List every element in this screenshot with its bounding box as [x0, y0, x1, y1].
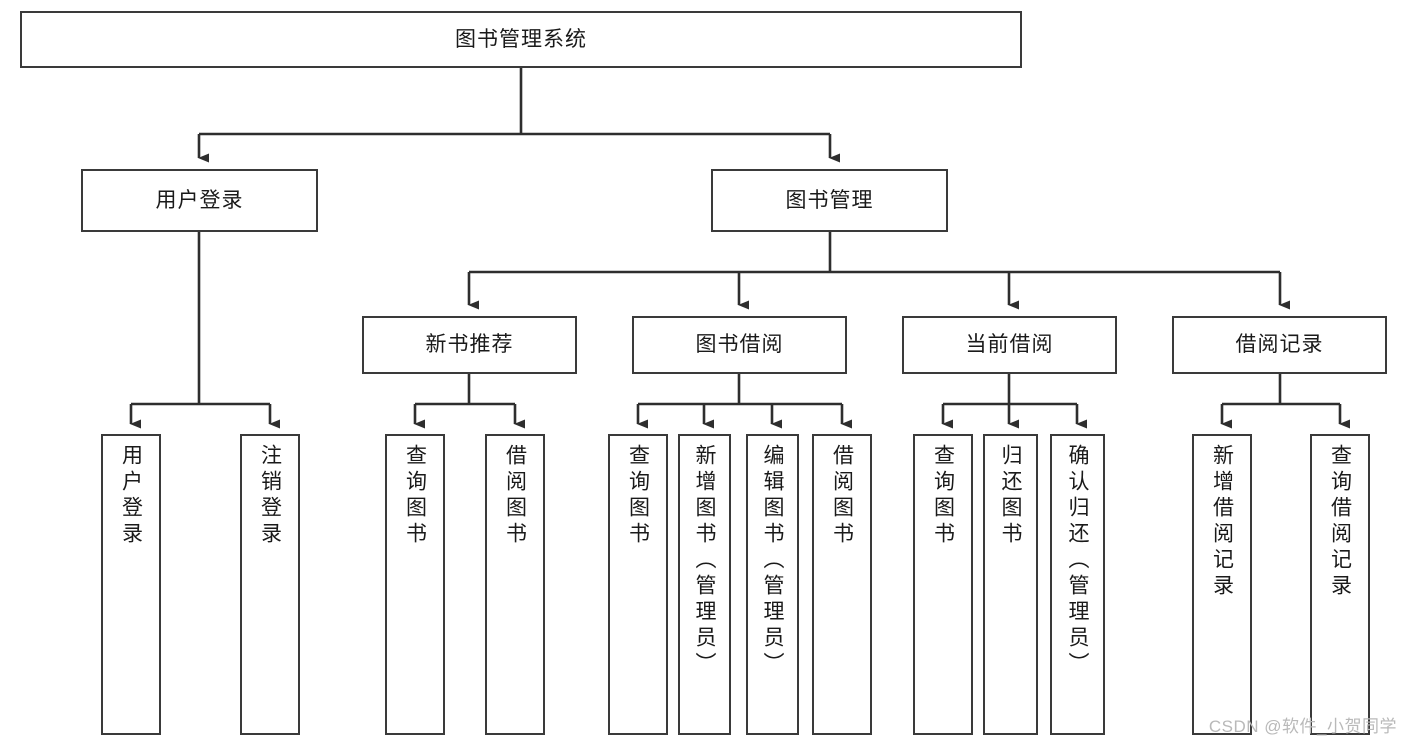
node-book-management[interactable]: 图书管理	[711, 169, 948, 232]
node-label: 新增借阅记录	[1210, 444, 1234, 600]
leaf-query-book-recommend[interactable]: 查询图书	[385, 434, 445, 735]
node-label: 新增图书（管理员）	[693, 444, 716, 678]
leaf-query-book-borrow[interactable]: 查询图书	[608, 434, 668, 735]
node-label: 查询借阅记录	[1328, 444, 1352, 600]
node-label: 编辑图书（管理员）	[761, 444, 784, 678]
node-book-borrow[interactable]: 图书借阅	[632, 316, 847, 374]
node-label: 用户登录	[119, 444, 143, 548]
leaf-borrow-book-recommend[interactable]: 借阅图书	[485, 434, 545, 735]
node-label: 注销登录	[258, 444, 282, 548]
leaf-confirm-return-admin[interactable]: 确认归还（管理员）	[1050, 434, 1105, 735]
node-label: 归还图书	[999, 444, 1022, 548]
node-label: 当前借阅	[965, 333, 1054, 357]
node-label: 图书管理	[785, 188, 874, 212]
node-label: 查询图书	[931, 444, 955, 548]
leaf-user-login[interactable]: 用户登录	[101, 434, 161, 735]
node-root-system[interactable]: 图书管理系统	[20, 11, 1022, 68]
node-label: 图书借阅	[695, 333, 784, 357]
node-label: 借阅记录	[1235, 333, 1324, 357]
leaf-add-book-admin[interactable]: 新增图书（管理员）	[678, 434, 731, 735]
leaf-edit-book-admin[interactable]: 编辑图书（管理员）	[746, 434, 799, 735]
node-new-book-recommend[interactable]: 新书推荐	[362, 316, 577, 374]
leaf-query-borrow-record[interactable]: 查询借阅记录	[1310, 434, 1370, 735]
node-label: 用户登录	[155, 188, 244, 212]
watermark: CSDN @软件_小贺同学	[1208, 717, 1397, 736]
leaf-return-book[interactable]: 归还图书	[983, 434, 1038, 735]
node-label: 确认归还（管理员）	[1066, 444, 1089, 678]
node-label: 查询图书	[403, 444, 427, 548]
node-label: 借阅图书	[830, 444, 854, 548]
node-label: 图书管理系统	[455, 27, 587, 51]
leaf-add-borrow-record[interactable]: 新增借阅记录	[1192, 434, 1252, 735]
leaf-query-book-current[interactable]: 查询图书	[913, 434, 973, 735]
node-current-borrow[interactable]: 当前借阅	[902, 316, 1117, 374]
node-label: 借阅图书	[503, 444, 527, 548]
node-user-login[interactable]: 用户登录	[81, 169, 318, 232]
leaf-logout[interactable]: 注销登录	[240, 434, 300, 735]
node-label: 新书推荐	[425, 333, 514, 357]
node-borrow-record[interactable]: 借阅记录	[1172, 316, 1387, 374]
node-label: 查询图书	[626, 444, 650, 548]
leaf-borrow-book[interactable]: 借阅图书	[812, 434, 872, 735]
